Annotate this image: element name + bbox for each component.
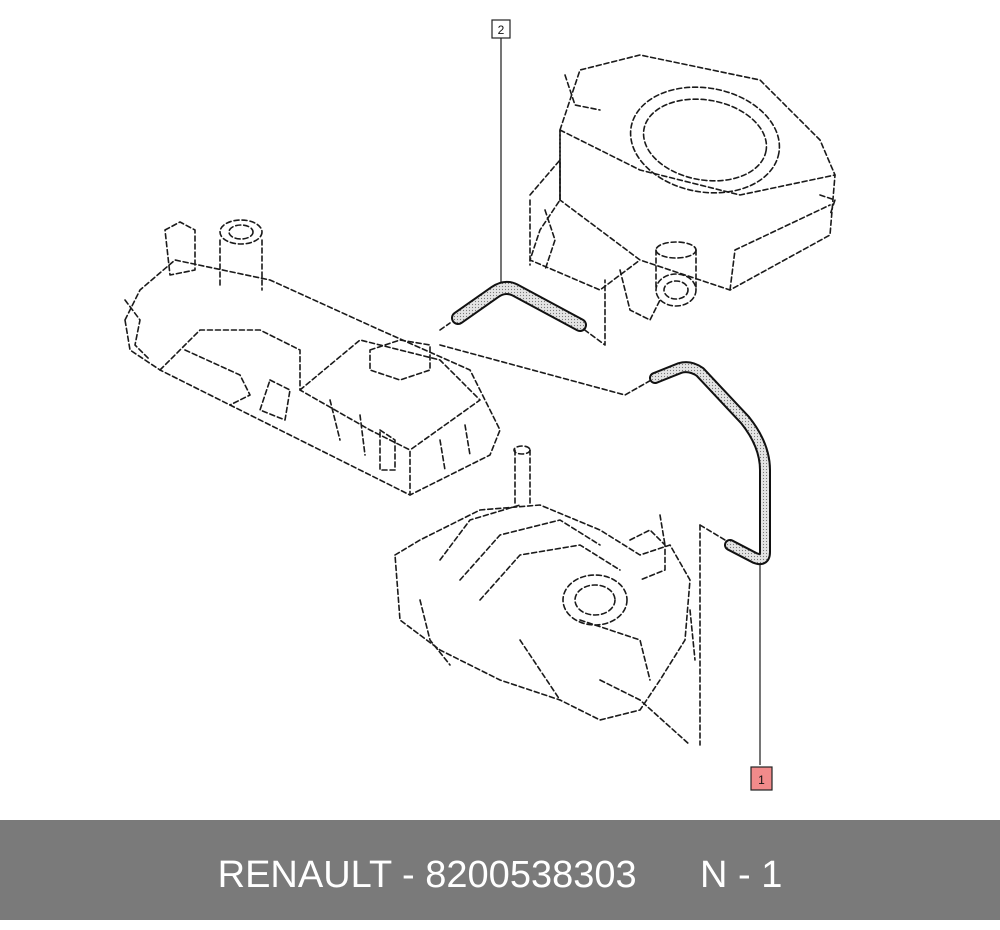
callout-part-2[interactable]: 2: [491, 19, 511, 39]
connection-lines: [439, 279, 726, 746]
gap: [637, 854, 700, 896]
brand-name: RENAULT: [217, 854, 392, 896]
cylinder-head-cover: [124, 219, 501, 496]
separator: -: [391, 854, 426, 896]
footer-bar: RENAULT - 8200538303 N - 1: [0, 820, 1000, 920]
hose-part-1: [649, 361, 771, 566]
leader-lines: [500, 38, 761, 765]
callout-part-2-box: [491, 19, 511, 39]
callout-part-1-label: 1: [758, 773, 765, 787]
position-code: N - 1: [699, 854, 783, 896]
callout-part-2-label: 2: [498, 23, 505, 37]
callout-part-1-box: [750, 766, 773, 791]
part-number: 8200538303: [425, 854, 637, 896]
hose-part-2: [451, 280, 587, 332]
parts-diagram: 2 1: [124, 19, 836, 791]
intake-manifold: [394, 445, 696, 746]
callout-part-1[interactable]: 1: [750, 766, 773, 791]
footer-caption: RENAULT - 8200538303 N - 1: [0, 820, 1000, 920]
air-filter-housing: [529, 54, 836, 321]
